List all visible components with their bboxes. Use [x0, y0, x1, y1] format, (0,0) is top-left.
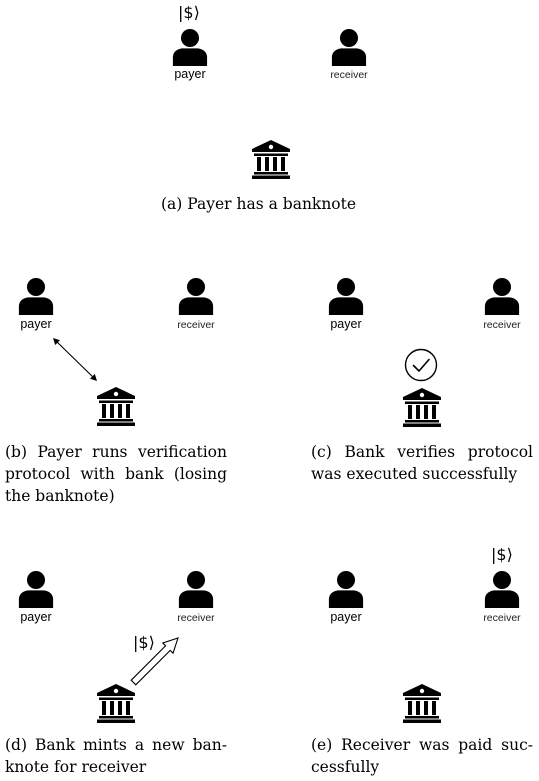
receiver-label: receiver: [330, 69, 368, 81]
bank-icon: [251, 139, 291, 179]
payer-label: payer: [20, 610, 52, 624]
receiver-person-icon: [330, 28, 368, 66]
receiver-person-icon: [483, 277, 521, 315]
payer-person-icon: [171, 28, 209, 66]
payer-label: payer: [174, 67, 206, 81]
bank-icon: [96, 386, 136, 426]
receiver-person-icon: [177, 277, 215, 315]
bank-icon: [96, 683, 136, 723]
receiver-label: receiver: [483, 612, 521, 624]
receiver-label: receiver: [177, 612, 215, 624]
receiver-label: receiver: [483, 319, 521, 331]
payer-person-icon: [17, 277, 55, 315]
banknote-ket: |$⟩: [133, 633, 155, 652]
caption-c: (c) Bank verifies protocol was executed …: [311, 443, 533, 483]
payer-label: payer: [20, 317, 52, 331]
payer-person-icon: [327, 277, 365, 315]
caption-e: (e) Receiver was paid suc- cessfully: [311, 736, 533, 776]
payer-label: payer: [330, 317, 362, 331]
receiver-person-icon: [177, 570, 215, 608]
caption-b: (b) Payer runs verification protocol wit…: [5, 443, 227, 505]
caption-d: (d) Bank mints a new ban- knote for rece…: [5, 736, 227, 776]
bank-icon: [402, 387, 442, 427]
checkmark-circle-icon: [404, 348, 438, 382]
caption-a: (a) Payer has a banknote: [161, 195, 357, 213]
double-arrow: [53, 338, 97, 381]
bank-icon: [402, 683, 442, 723]
payer-person-icon: [17, 570, 55, 608]
banknote-ket: |$⟩: [491, 545, 513, 564]
receiver-person-icon: [483, 570, 521, 608]
hollow-arrow: [130, 637, 179, 686]
payer-person-icon: [327, 570, 365, 608]
banknote-ket: |$⟩: [178, 3, 200, 22]
payer-label: payer: [330, 610, 362, 624]
receiver-label: receiver: [177, 319, 215, 331]
